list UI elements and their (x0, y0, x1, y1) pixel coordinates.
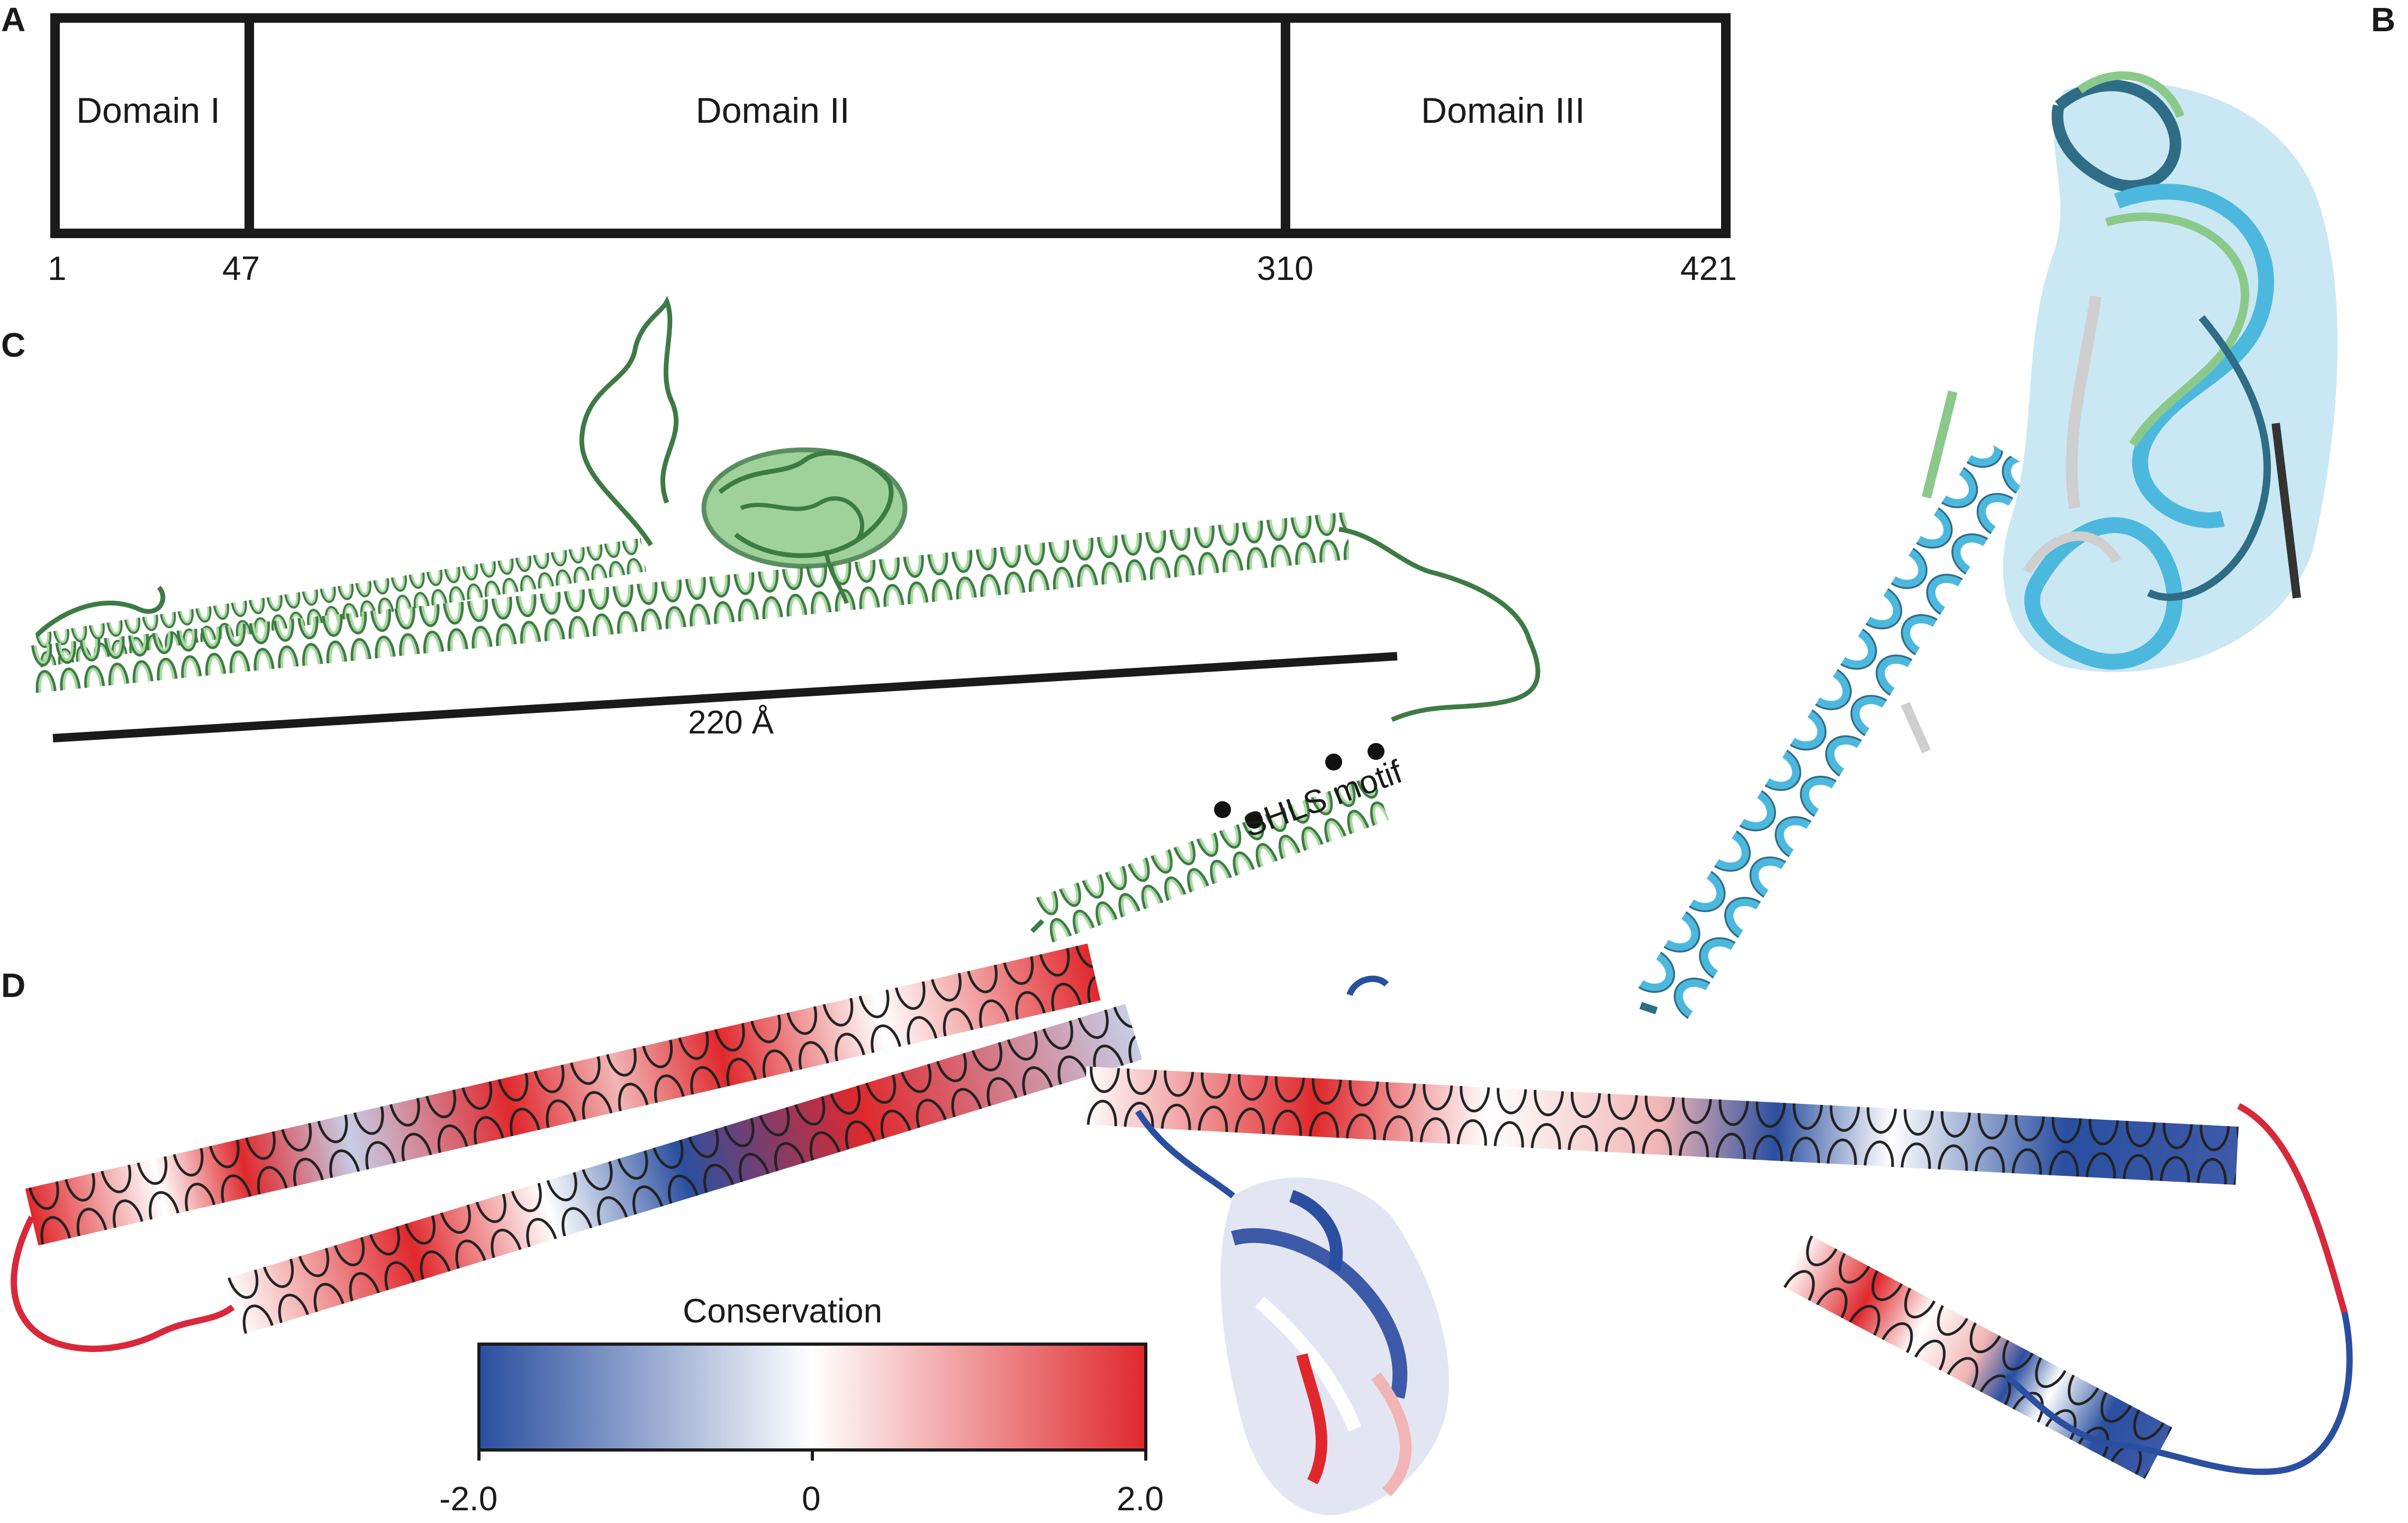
conservation-colorbar (477, 1343, 1147, 1452)
domain-box-2 (245, 13, 1292, 238)
scale-bar-label: 220 Å (688, 704, 774, 741)
loop-right (1338, 527, 1541, 722)
domain-label-1: Domain I (76, 90, 221, 131)
helix-d-right (1083, 1066, 2239, 1185)
colorbar-title: Conservation (683, 1292, 883, 1330)
helix-d-lower (224, 1003, 1143, 1335)
globular-domain-d (1135, 1109, 1449, 1516)
position-label-421: 421 (1680, 249, 1737, 287)
panel-label-b: B (2371, 1, 2396, 39)
b-domain-body (2003, 71, 2338, 673)
loop-d-left (11, 1216, 235, 1352)
domain-label-3: Domain III (1421, 90, 1585, 131)
helix-b-long (1637, 438, 2032, 1021)
scale-bar (52, 652, 1398, 742)
shls-motif-marks (1214, 743, 1384, 829)
panel-label-c: C (1, 326, 26, 364)
colorbar-tick-min: -2.0 (439, 1480, 498, 1518)
c-terminal-helix (1034, 775, 1389, 944)
colorbar-tick-mid: 0 (802, 1480, 821, 1518)
loop-left (35, 585, 166, 637)
helix-d-cterm (1780, 1234, 2172, 1479)
position-label-1: 1 (48, 249, 67, 287)
panel-label-d: D (1, 966, 26, 1004)
helix-lower (29, 512, 1351, 693)
globular-head (701, 447, 908, 604)
loop-top (579, 296, 679, 547)
domain-box-3 (1281, 13, 1731, 238)
position-label-47: 47 (222, 249, 260, 287)
position-label-310: 310 (1257, 249, 1314, 287)
gray-tail (1900, 702, 1931, 754)
domain-label-2: Domain II (695, 90, 850, 131)
green-stub (1922, 390, 1958, 499)
panel-label-a: A (1, 1, 26, 39)
helix-d-upper (25, 944, 1101, 1246)
colorbar-tick-max: 2.0 (1117, 1480, 1164, 1518)
